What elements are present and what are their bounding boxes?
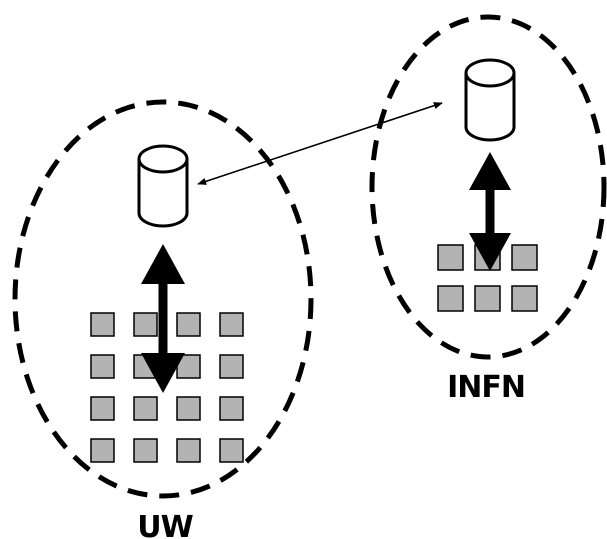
uw-compute-node bbox=[90, 396, 115, 421]
infn-compute-node bbox=[474, 285, 501, 312]
uw-compute-node bbox=[219, 354, 244, 379]
uw-storage-to-nodes-arrow bbox=[141, 244, 185, 393]
infn-site-label: INFN bbox=[447, 370, 525, 405]
uw-node-grid bbox=[90, 312, 244, 463]
uw-compute-node bbox=[90, 438, 115, 463]
infn-compute-node bbox=[437, 244, 464, 271]
site-uw: UW bbox=[12, 99, 314, 539]
infn-storage-to-nodes-arrow bbox=[469, 152, 511, 271]
uw-storage-icon bbox=[137, 144, 189, 228]
uw-compute-node bbox=[176, 312, 201, 337]
uw-compute-node bbox=[219, 312, 244, 337]
uw-compute-node bbox=[133, 438, 158, 463]
uw-compute-node bbox=[90, 354, 115, 379]
infn-site-boundary bbox=[369, 14, 607, 360]
uw-compute-node bbox=[133, 312, 158, 337]
uw-compute-node bbox=[219, 438, 244, 463]
uw-site-label: UW bbox=[137, 510, 193, 539]
infn-storage-icon bbox=[464, 58, 516, 142]
uw-compute-node bbox=[133, 396, 158, 421]
infn-compute-node bbox=[511, 244, 538, 271]
inter-site-transfer-arrow bbox=[197, 102, 443, 185]
infn-compute-node bbox=[437, 285, 464, 312]
uw-compute-node bbox=[176, 396, 201, 421]
uw-compute-node bbox=[176, 438, 201, 463]
uw-compute-node bbox=[90, 312, 115, 337]
site-infn: INFN bbox=[369, 14, 607, 405]
infn-compute-node bbox=[511, 285, 538, 312]
uw-site-boundary bbox=[12, 99, 314, 499]
uw-compute-node bbox=[219, 396, 244, 421]
